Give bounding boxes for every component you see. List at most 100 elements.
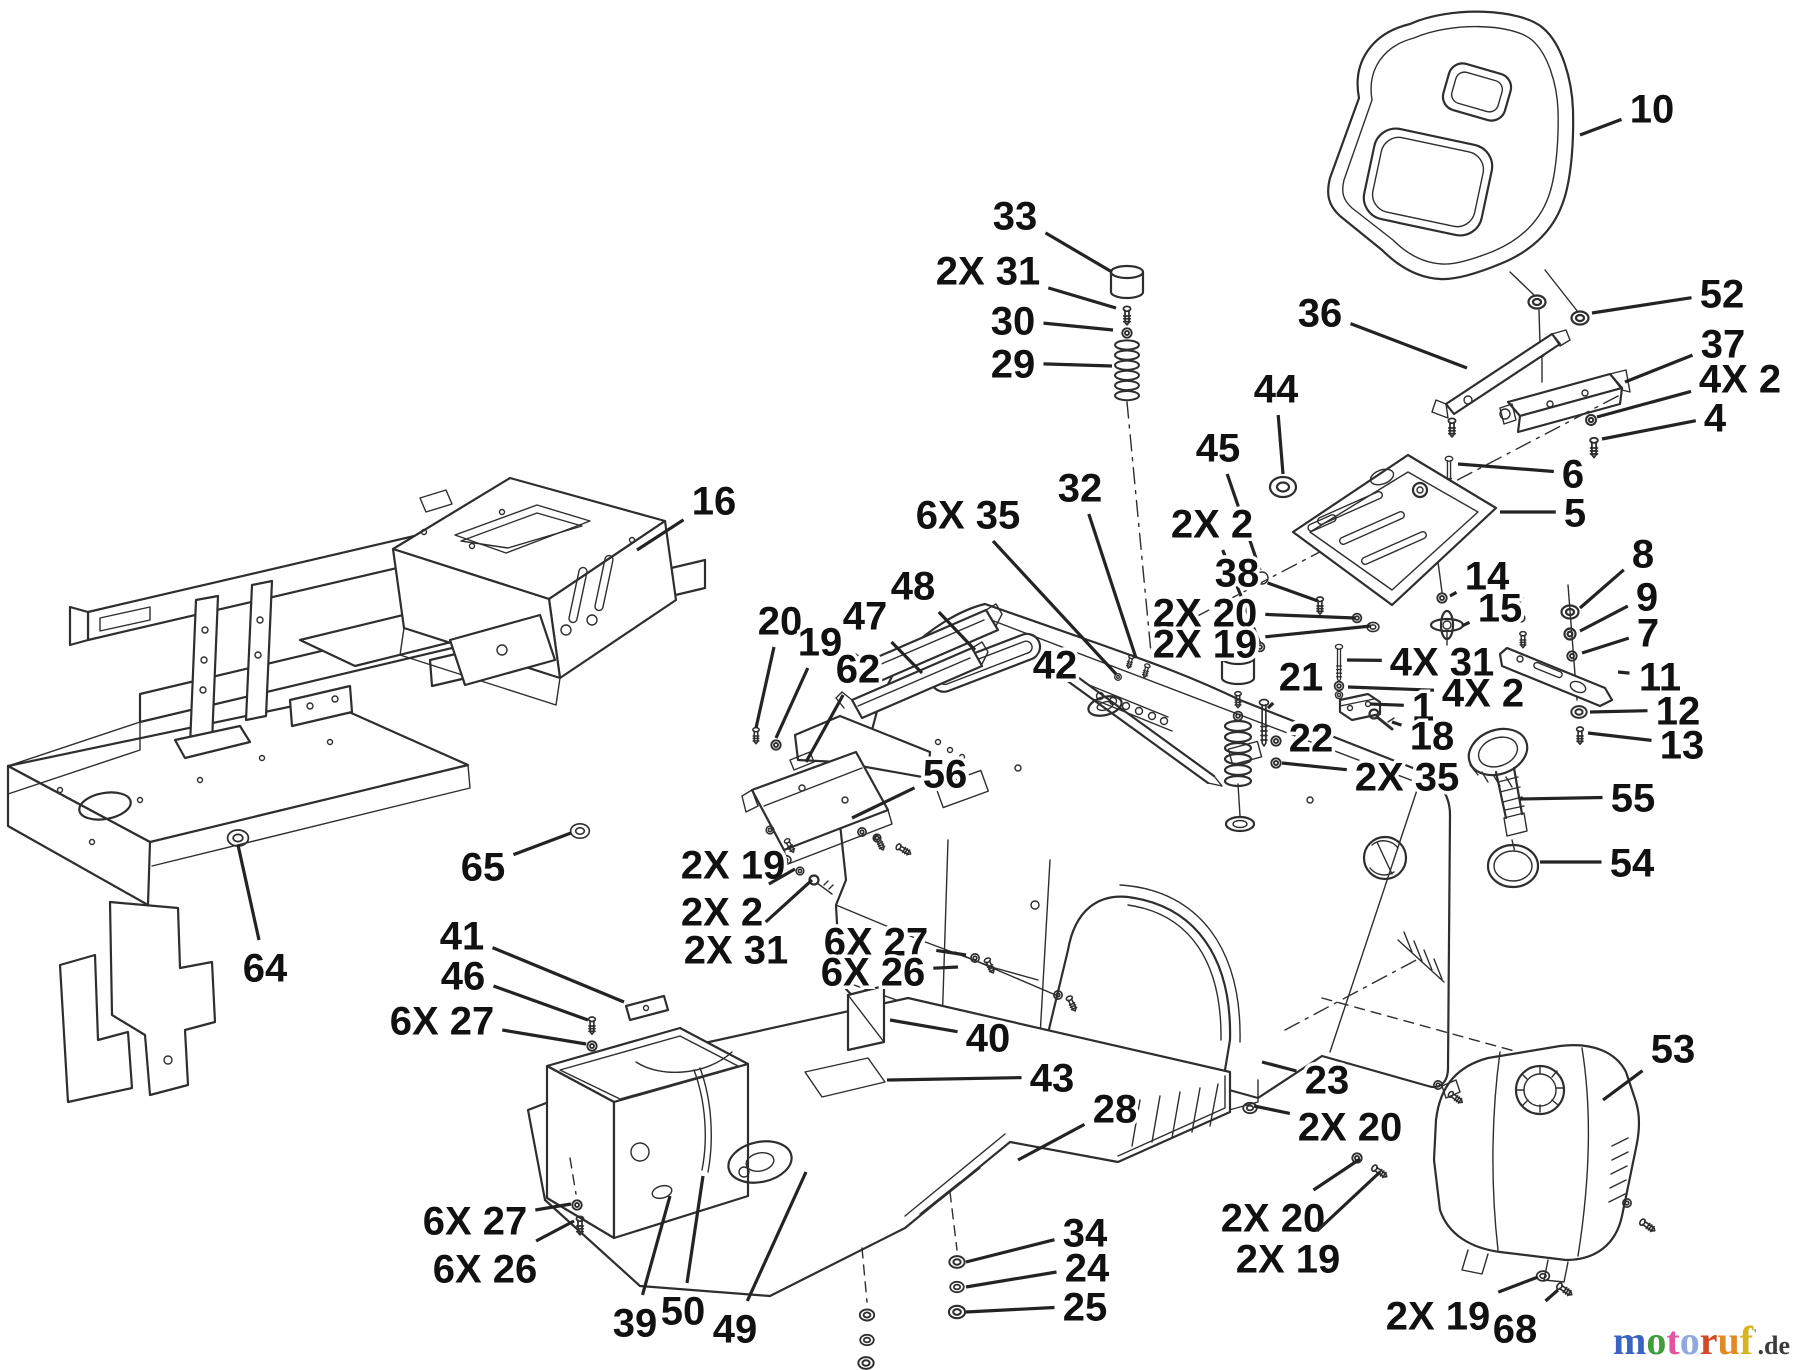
callout-label: 68: [1493, 1307, 1538, 1351]
callout-48: 48: [887, 561, 977, 652]
rod-42: [1060, 668, 1223, 787]
gasket-54: [1486, 843, 1540, 889]
callout-41: 41: [436, 911, 625, 1004]
callout-30: 30: [987, 296, 1114, 347]
side-hardware: [1498, 584, 1614, 746]
callout-label: 6X 27: [824, 920, 929, 964]
callout-29: 29: [987, 339, 1113, 390]
callout-label: 37: [1701, 322, 1746, 366]
latch-hardware: [1333, 643, 1395, 731]
callout-40: 40: [889, 1013, 1014, 1064]
callout-label: 45: [1196, 426, 1241, 470]
callout-6X-26: 6X 26: [817, 947, 959, 998]
callout-label: 65: [461, 845, 506, 889]
callout-label: 62: [836, 647, 881, 691]
callout-5: 5: [1500, 488, 1590, 539]
callout-label: 2X 20: [1221, 1196, 1326, 1240]
callout-39: 39: [609, 1195, 672, 1349]
callout-13: 13: [1587, 720, 1708, 771]
callout-10: 10: [1579, 84, 1678, 137]
callout-6X-27: 6X 27: [386, 996, 587, 1047]
watermark-letter: u: [1717, 1318, 1740, 1363]
callout-33: 33: [989, 191, 1113, 274]
fuel-tank: [1351, 727, 1658, 1299]
callout-18: 18: [1391, 711, 1458, 762]
watermark-letter: o: [1646, 1318, 1667, 1363]
callout-label: 4: [1704, 396, 1727, 440]
callout-28: 28: [1017, 1084, 1141, 1162]
callout-label: 28: [1093, 1087, 1138, 1131]
callout-12: 12: [1589, 686, 1704, 737]
grommet-65: [569, 823, 591, 839]
callout-label: 40: [966, 1016, 1011, 1060]
seat-bumper-spring: [1109, 264, 1164, 779]
callout-20: 20: [754, 596, 806, 729]
callout-label: 8: [1632, 532, 1654, 576]
watermark-logo: motoruf'.de: [1613, 1317, 1790, 1364]
callout-label: 64: [243, 946, 288, 990]
callout-label: 16: [692, 479, 737, 523]
callout-2X-19: 2X 19: [1149, 619, 1372, 670]
callout-2X-31: 2X 31: [932, 246, 1117, 310]
callout-label: 2X 31: [936, 249, 1041, 293]
callout-2X-19: 2X 19: [677, 840, 789, 891]
callout-62: 62: [804, 644, 884, 763]
watermark-letter: t: [1666, 1318, 1680, 1363]
callout-label: 44: [1254, 367, 1299, 411]
callout-4X-2: 4X 2: [1596, 354, 1785, 419]
floor-pan-assembly: [526, 984, 1232, 1370]
callout-label: 22: [1289, 716, 1334, 760]
watermark-tm: ': [1753, 1326, 1758, 1344]
grommet-64: [226, 829, 250, 847]
callout-6X-27: 6X 27: [820, 917, 967, 968]
callout-label: 6X 26: [821, 950, 926, 994]
callout-label: 6X 27: [390, 999, 495, 1043]
callout-label: 23: [1305, 1058, 1350, 1102]
seat-mount-hardware: [1185, 294, 1631, 623]
callout-6X-26: 6X 26: [429, 1219, 575, 1295]
callout-label: 10: [1630, 87, 1675, 131]
callout-47: 47: [839, 591, 924, 675]
watermark-letter: m: [1613, 1318, 1647, 1363]
deflector-bracket: [741, 726, 914, 895]
callout-22: 22: [1285, 713, 1337, 764]
callout-label: 20: [758, 599, 803, 643]
callout-4X-2: 4X 2: [1347, 668, 1528, 719]
callout-label: 36: [1298, 291, 1343, 335]
callout-label: 6: [1562, 452, 1584, 496]
callout-2X-2: 2X 2: [1167, 499, 1262, 645]
callout-6X-35: 6X 35: [912, 490, 1118, 676]
seat: [1327, 10, 1579, 313]
callout-64: 64: [236, 844, 291, 994]
callout-7: 7: [1581, 608, 1663, 659]
callout-label: 2X 2: [1171, 502, 1253, 546]
callout-label: 42: [1033, 643, 1078, 687]
callout-68: 68: [1489, 1288, 1560, 1355]
callout-42: 42: [1029, 640, 1081, 691]
callout-2X-31: 2X 31: [680, 878, 814, 976]
callout-56: 56: [851, 749, 971, 820]
callout-25: 25: [965, 1282, 1111, 1333]
callout-label: 29: [991, 342, 1036, 386]
callout-label: 6X 26: [433, 1247, 538, 1291]
callout-label: 18: [1410, 714, 1455, 758]
callout-label: 33: [993, 194, 1038, 238]
callout-label: 2X 2: [681, 890, 763, 934]
callout-label: 12: [1656, 689, 1701, 733]
callout-2X-20: 2X 20: [1253, 1102, 1406, 1153]
callout-11: 11: [1617, 652, 1685, 703]
callout-label: 50: [661, 1289, 706, 1333]
callout-label: 2X 19: [1153, 622, 1258, 666]
fuel-cap-55: [1467, 727, 1529, 857]
callout-label: 15: [1478, 586, 1523, 630]
callout-16: 16: [636, 476, 740, 552]
callout-label: 30: [991, 299, 1036, 343]
callout-label: 19: [798, 620, 843, 664]
watermark-letter: f: [1739, 1318, 1754, 1363]
pin-18: [1368, 708, 1395, 731]
callout-43: 43: [886, 1053, 1078, 1104]
callout-32: 32: [1054, 463, 1138, 659]
callout-label: 25: [1063, 1285, 1108, 1329]
